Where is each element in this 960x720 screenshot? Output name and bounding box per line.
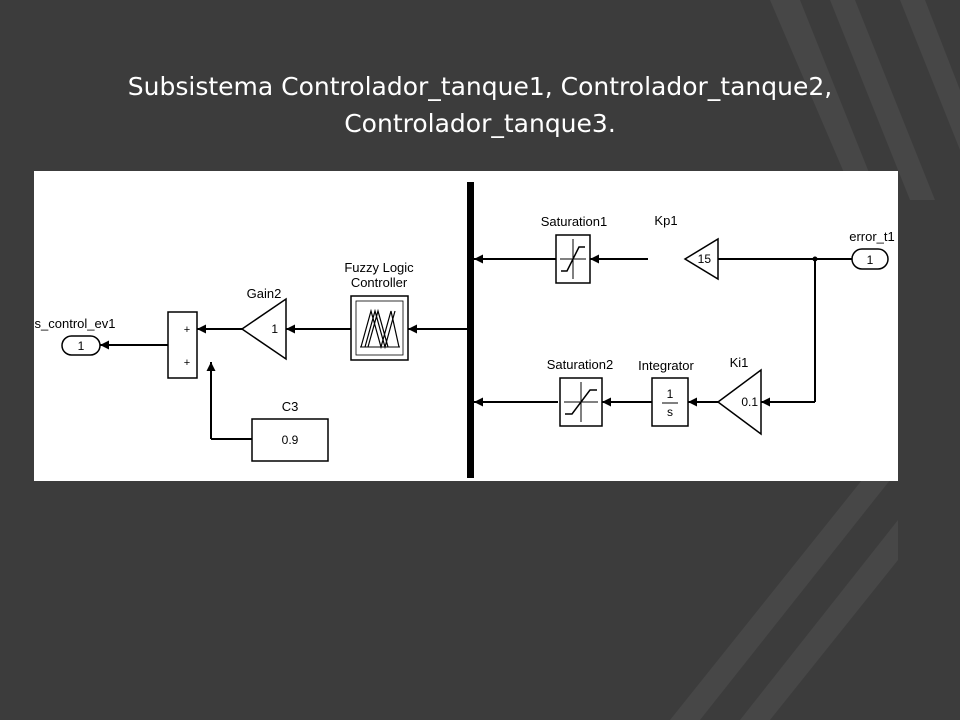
ki1-value: 0.1 xyxy=(741,395,758,409)
integrator-block[interactable]: 1 s Integrator xyxy=(638,358,694,427)
sum-sign-2: + xyxy=(184,357,190,369)
fuzzy-logic-controller-block[interactable]: Fuzzy Logic Controller xyxy=(344,260,414,361)
outport-label: s_control_ev1 xyxy=(35,316,116,331)
integrator-denominator: s xyxy=(667,405,673,419)
signal-lines xyxy=(100,254,852,440)
integrator-numerator: 1 xyxy=(667,387,674,401)
slide-title: Subsistema Controlador_tanque1, Controla… xyxy=(60,68,900,142)
saturation1-label: Saturation1 xyxy=(541,214,608,229)
inport-error-t1[interactable]: 1 error_t1 xyxy=(849,229,895,270)
kp1-label: Kp1 xyxy=(654,213,677,228)
title-line-2: Controlador_tanque3. xyxy=(344,109,616,138)
c3-value: 0.9 xyxy=(282,433,299,447)
mux-bus-bar[interactable] xyxy=(467,182,474,478)
gain-kp1[interactable]: 15 Kp1 xyxy=(654,213,719,281)
outport-s-control-ev1[interactable]: 1 s_control_ev1 xyxy=(35,316,116,356)
gain2-block[interactable]: 1 Gain2 xyxy=(240,286,287,361)
kp1-value: 15 xyxy=(698,252,712,266)
fuzzy-label-line2: Controller xyxy=(351,275,408,290)
sum-block[interactable]: + + xyxy=(167,311,198,379)
title-line-1: Subsistema Controlador_tanque1, Controla… xyxy=(127,72,833,101)
simulink-diagram: 1 error_t1 15 Kp1 Saturation1 0.1 Ki1 1 xyxy=(34,171,898,481)
fuzzy-label-line1: Fuzzy Logic xyxy=(344,260,414,275)
constant-c3-block[interactable]: 0.9 C3 xyxy=(251,399,329,462)
ki1-label: Ki1 xyxy=(730,355,749,370)
inport-label: error_t1 xyxy=(849,229,895,244)
inport-number: 1 xyxy=(867,253,874,267)
gain2-label: Gain2 xyxy=(247,286,282,301)
c3-label: C3 xyxy=(282,399,299,414)
saturation2-label: Saturation2 xyxy=(547,357,614,372)
saturation1-block[interactable]: Saturation1 xyxy=(541,214,608,284)
branch-point xyxy=(812,256,818,262)
sum-sign-1: + xyxy=(184,324,190,336)
gain2-value: 1 xyxy=(271,322,278,336)
diagram-canvas: 1 error_t1 15 Kp1 Saturation1 0.1 Ki1 1 xyxy=(35,182,895,478)
integrator-label: Integrator xyxy=(638,358,694,373)
outport-number: 1 xyxy=(78,339,85,353)
gain-ki1[interactable]: 0.1 Ki1 xyxy=(716,355,762,436)
saturation2-block[interactable]: Saturation2 xyxy=(547,357,614,427)
